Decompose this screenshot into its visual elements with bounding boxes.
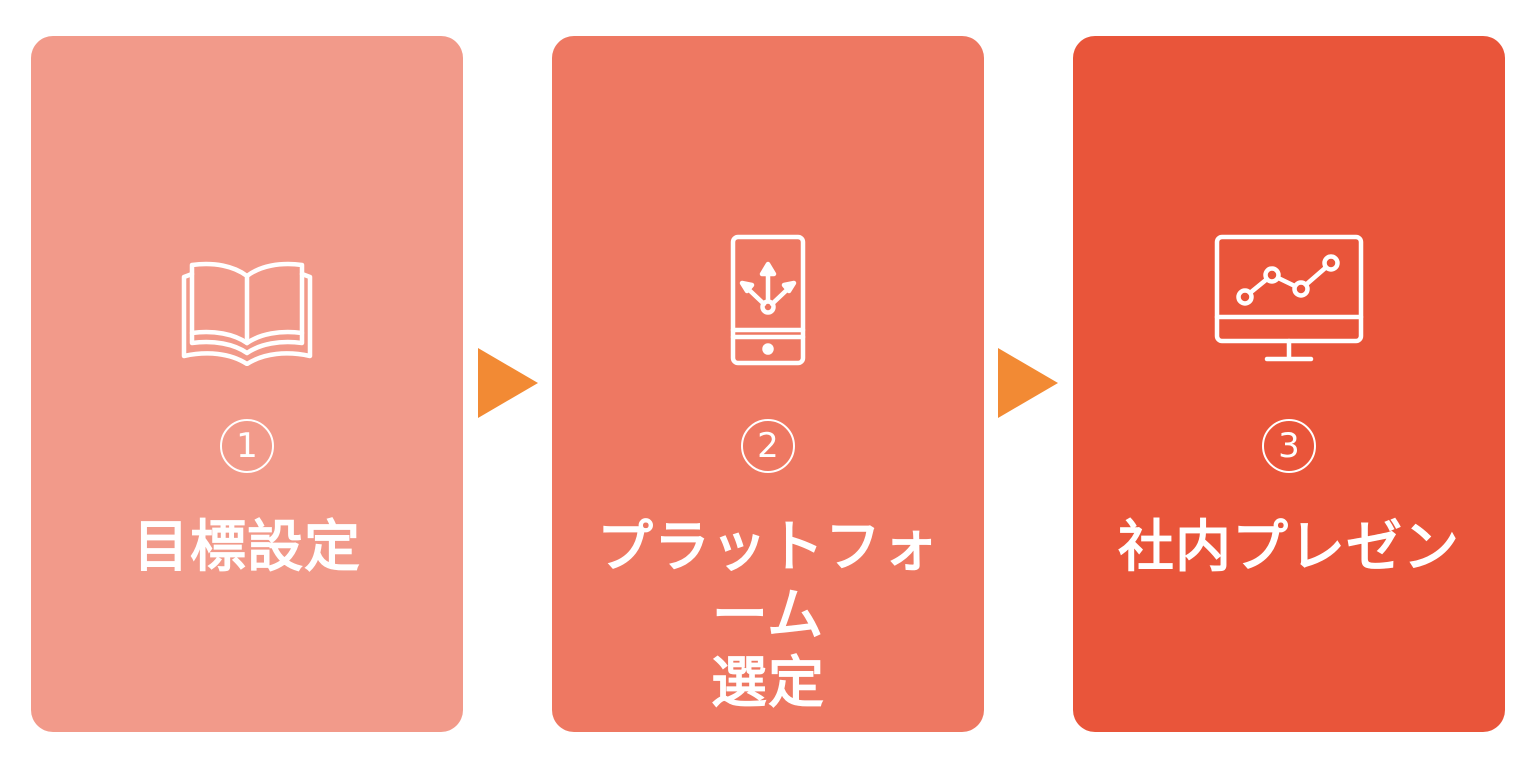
arrow-right-icon — [478, 348, 538, 418]
step-number: 1 — [31, 419, 463, 473]
step-number: 2 — [552, 419, 984, 473]
step-card-internal-presentation: 3 社内プレゼン — [1073, 36, 1505, 732]
step-label: 目標設定 — [133, 515, 361, 580]
step-card-goal-setting: 1 目標設定 — [31, 36, 463, 732]
monitor-chart-icon — [1211, 233, 1367, 367]
step-number-circle: 2 — [741, 419, 795, 473]
step-label: 社内プレゼン — [1118, 515, 1460, 580]
step-label: プラットフォーム 選定 — [597, 515, 939, 716]
step-number-circle: 1 — [220, 419, 274, 473]
step-card-platform-selection: 2 プラットフォーム 選定 — [552, 36, 984, 732]
open-book-icon — [172, 246, 322, 366]
smartphone-share-icon — [728, 234, 808, 366]
step-number-circle: 3 — [1262, 419, 1316, 473]
step-number: 3 — [1073, 419, 1505, 473]
arrow-right-icon — [998, 348, 1058, 418]
